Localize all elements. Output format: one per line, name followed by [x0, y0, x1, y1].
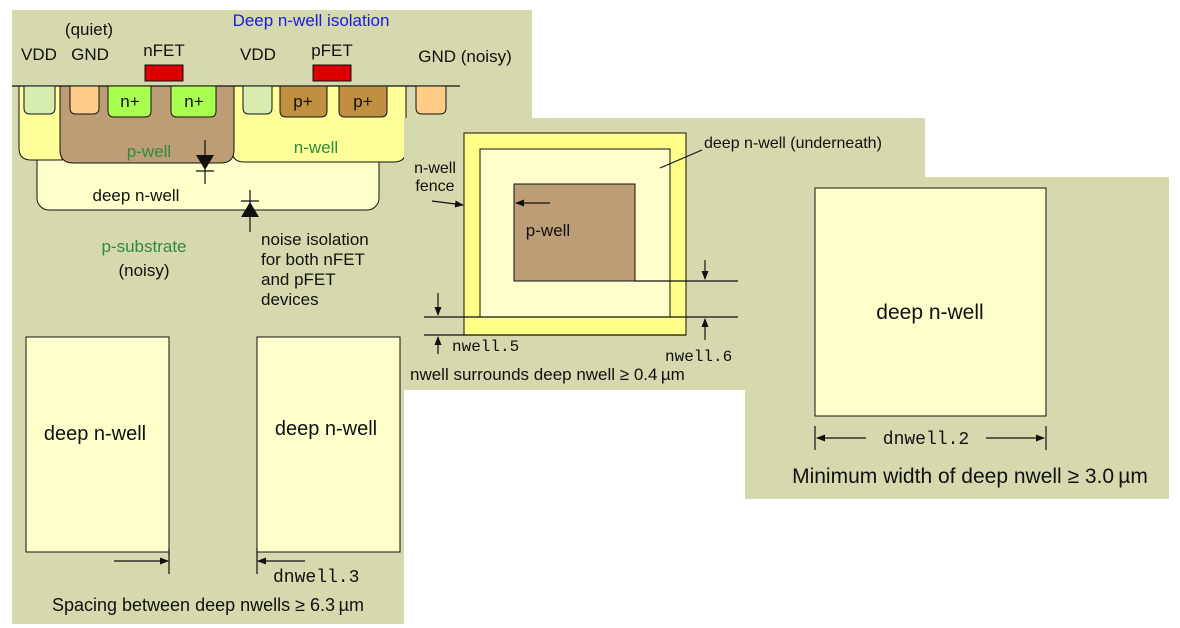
deep-n-well-width-box — [814, 187, 1047, 417]
n-plus-right-label: n+ — [184, 92, 203, 111]
nwell6-rule: nwell.6 — [665, 348, 732, 366]
p-plus-right — [338, 85, 388, 118]
nfet-gate — [144, 64, 184, 82]
noise-isolation-line3: and pFET — [261, 270, 336, 289]
deep-n-well-left-box — [25, 336, 170, 553]
fence-caption: nwell surrounds deep nwell ≥ 0.4 µm — [410, 365, 685, 384]
n-well-fence-label-2: fence — [415, 178, 454, 195]
noise-isolation-line4: devices — [261, 290, 319, 309]
gnd-tap-quiet — [69, 85, 100, 115]
diode-substrate-dnwell — [241, 190, 259, 232]
vdd-tap-left — [23, 85, 56, 115]
n-well-label: n-well — [294, 138, 338, 157]
deep-n-well-right-label: deep n-well — [275, 418, 377, 440]
n-well-fence-label-1: n-well — [414, 160, 456, 177]
noise-isolation-line2: for both nFET — [261, 250, 365, 269]
spacing-caption: Spacing between deep nwells ≥ 6.3 µm — [52, 595, 364, 615]
cross-section-title: Deep n-well isolation — [233, 11, 390, 30]
vdd-tap-right — [242, 85, 273, 115]
p-plus-left — [279, 85, 328, 118]
n-plus-right — [170, 85, 217, 118]
width-caption: Minimum width of deep nwell ≥ 3.0 µm — [792, 465, 1148, 488]
p-well-label: p-well — [127, 142, 171, 161]
deep-n-well-label: deep n-well — [93, 186, 180, 205]
gnd-noisy-label: GND (noisy) — [418, 47, 512, 66]
noisy-label: (noisy) — [118, 261, 169, 280]
p-plus-left-label: p+ — [293, 92, 312, 111]
p-plus-right-label: p+ — [353, 92, 372, 111]
n-plus-left-label: n+ — [120, 92, 139, 111]
width-deep-n-well-label: deep n-well — [876, 301, 983, 324]
dnwell2-rule: dnwell.2 — [883, 430, 969, 450]
vdd-right-label: VDD — [240, 45, 276, 64]
deep-n-well-left-label: deep n-well — [44, 423, 146, 445]
width-panel: deep n-well dnwell.2 Minimum width of de… — [745, 177, 1169, 499]
p-substrate-label: p-substrate — [101, 237, 186, 256]
gnd-quiet-label: GND — [71, 45, 109, 64]
nfet-label: nFET — [143, 41, 185, 60]
p-well-box — [513, 183, 636, 282]
deep-n-well-right-box — [256, 336, 401, 553]
deep-n-well-underneath-label: deep n-well (underneath) — [704, 135, 882, 152]
gnd-tap-noisy — [415, 85, 447, 115]
vdd-left-label: VDD — [21, 45, 57, 64]
spacing-panel: deep n-well deep n-well dnwell.3 Spacing… — [25, 336, 401, 615]
dnwell3-rule: dnwell.3 — [273, 568, 359, 588]
pfet-gate — [312, 64, 352, 82]
noise-isolation-line1: noise isolation — [261, 230, 369, 249]
fence-p-well-label: p-well — [526, 221, 570, 240]
diode-pwell-dnwell — [196, 140, 214, 184]
n-plus-left — [107, 85, 152, 118]
nwell5-rule: nwell.5 — [452, 338, 519, 356]
quiet-label: (quiet) — [65, 20, 113, 39]
pfet-label: pFET — [311, 41, 353, 60]
